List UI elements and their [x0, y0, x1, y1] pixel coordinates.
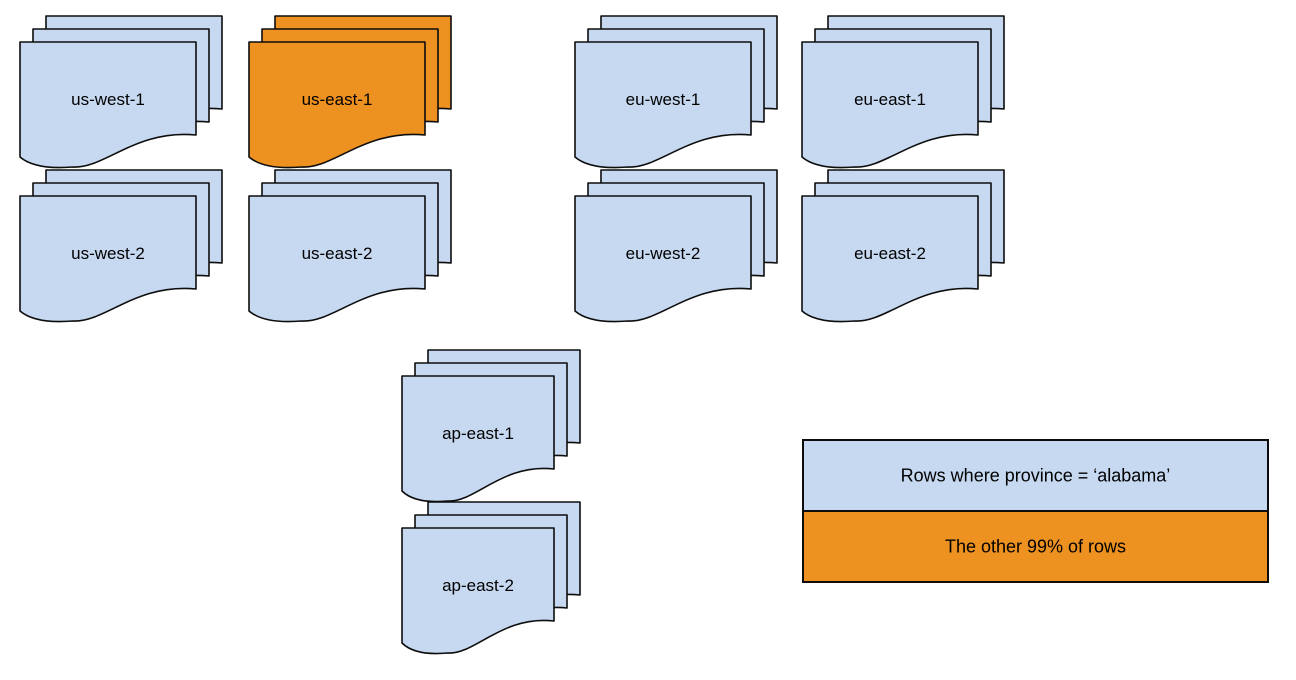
region-stack-eu-west-1-sheet-front	[574, 41, 752, 169]
region-stack-label-us-west-2: us-west-2	[71, 244, 145, 263]
region-stack-us-west-1-sheet-front	[19, 41, 197, 169]
region-stack-eu-east-1[interactable]: eu-east-1	[801, 15, 1005, 169]
legend-label-other-rows: The other 99% of rows	[945, 536, 1126, 556]
region-stack-eu-west-2[interactable]: eu-west-2	[574, 169, 778, 323]
region-stack-eu-east-1-sheet-front	[801, 41, 979, 169]
region-stack-eu-east-2-sheet-front	[801, 195, 979, 323]
legend-item-other-rows: The other 99% of rows	[802, 510, 1269, 583]
legend-swatch-alabama-rows	[802, 439, 1269, 512]
region-stack-label-ap-east-2: ap-east-2	[442, 576, 514, 595]
region-stack-us-east-2[interactable]: us-east-2	[248, 169, 452, 323]
region-stack-eu-west-1[interactable]: eu-west-1	[574, 15, 778, 169]
region-stack-us-west-1[interactable]: us-west-1	[19, 15, 223, 169]
region-stack-us-west-2-sheet-front	[19, 195, 197, 323]
region-stack-label-ap-east-1: ap-east-1	[442, 424, 514, 443]
region-stack-label-us-west-1: us-west-1	[71, 90, 145, 109]
region-stack-us-east-2-sheet-front	[248, 195, 426, 323]
legend-swatch-other-rows	[802, 510, 1269, 583]
region-stack-us-east-1-sheet-front	[248, 41, 426, 169]
region-stack-label-us-east-1: us-east-1	[302, 90, 373, 109]
region-stacks-group: us-west-1 us-east-1 eu-west-1 eu-east-1 us-w…	[19, 15, 1005, 655]
region-stack-ap-east-1-sheet-front	[401, 375, 555, 503]
legend-label-alabama-rows: Rows where province = ‘alabama’	[901, 465, 1171, 485]
legend-group: Rows where province = ‘alabama’ The other…	[802, 439, 1269, 583]
region-stack-eu-east-2[interactable]: eu-east-2	[801, 169, 1005, 323]
region-stack-us-east-1[interactable]: us-east-1	[248, 15, 452, 169]
region-stack-ap-east-2-sheet-front	[401, 527, 555, 655]
region-stack-ap-east-1[interactable]: ap-east-1	[401, 349, 581, 503]
legend-item-alabama-rows: Rows where province = ‘alabama’	[802, 439, 1269, 512]
region-stack-label-us-east-2: us-east-2	[302, 244, 373, 263]
region-stack-label-eu-east-1: eu-east-1	[854, 90, 926, 109]
region-stack-eu-west-2-sheet-front	[574, 195, 752, 323]
region-stack-label-eu-west-1: eu-west-1	[626, 90, 701, 109]
region-stack-us-west-2[interactable]: us-west-2	[19, 169, 223, 323]
region-stack-label-eu-west-2: eu-west-2	[626, 244, 701, 263]
region-stack-label-eu-east-2: eu-east-2	[854, 244, 926, 263]
region-stack-ap-east-2[interactable]: ap-east-2	[401, 501, 581, 655]
